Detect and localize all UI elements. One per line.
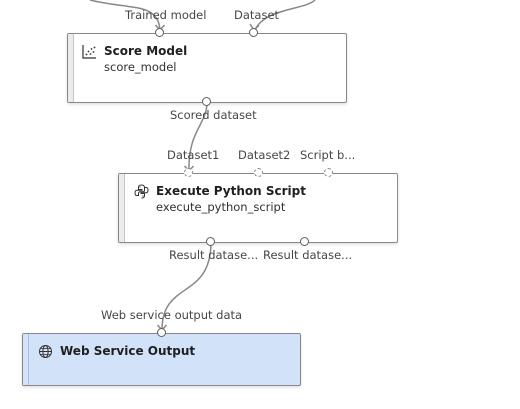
input-port-trained-model[interactable] (155, 28, 164, 37)
input-port-web-service-output-data[interactable] (157, 328, 166, 337)
node-subtitle: execute_python_script (156, 200, 286, 214)
output-port-result-dataset-1[interactable] (206, 237, 215, 246)
wire-scored-to-dataset1[interactable] (188, 101, 208, 172)
input-port-script-bundle[interactable] (324, 168, 333, 177)
port-label-dataset1: Dataset1 (167, 148, 220, 162)
node-title: Execute Python Script (156, 184, 306, 198)
input-port-dataset1[interactable] (184, 168, 193, 177)
execute-python-script-node[interactable]: Execute Python Script execute_python_scr… (118, 173, 398, 243)
output-port-scored-dataset[interactable] (202, 97, 211, 106)
wire-incoming-dataset[interactable] (254, 0, 316, 31)
input-port-dataset[interactable] (249, 28, 258, 37)
port-label-result-dataset-1: Result datase... (169, 248, 259, 262)
node-title: Score Model (104, 44, 188, 58)
node-subtitle: score_model (104, 60, 177, 74)
port-label-dataset: Dataset (234, 8, 280, 22)
wire-result-to-web-output[interactable] (161, 241, 212, 331)
web-service-output-node[interactable]: Web Service Output (22, 333, 301, 386)
node-title: Web Service Output (60, 344, 196, 358)
score-model-node[interactable]: Score Model score_model (67, 33, 347, 103)
port-label-web-service-output-data: Web service output data (101, 308, 243, 322)
port-label-trained-model: Trained model (125, 8, 207, 22)
scatter-plot-icon (82, 45, 96, 59)
input-port-dataset2[interactable] (254, 168, 263, 177)
wire-incoming-trained-model[interactable] (89, 0, 161, 31)
port-label-scored-dataset: Scored dataset (170, 108, 257, 122)
globe-icon (39, 345, 52, 358)
port-label-script-bundle: Script b... (300, 148, 356, 162)
port-label-result-dataset-2: Result datase... (263, 248, 353, 262)
output-port-result-dataset-2[interactable] (300, 237, 309, 246)
python-logo-icon (134, 184, 149, 199)
port-label-dataset2: Dataset2 (238, 148, 291, 162)
